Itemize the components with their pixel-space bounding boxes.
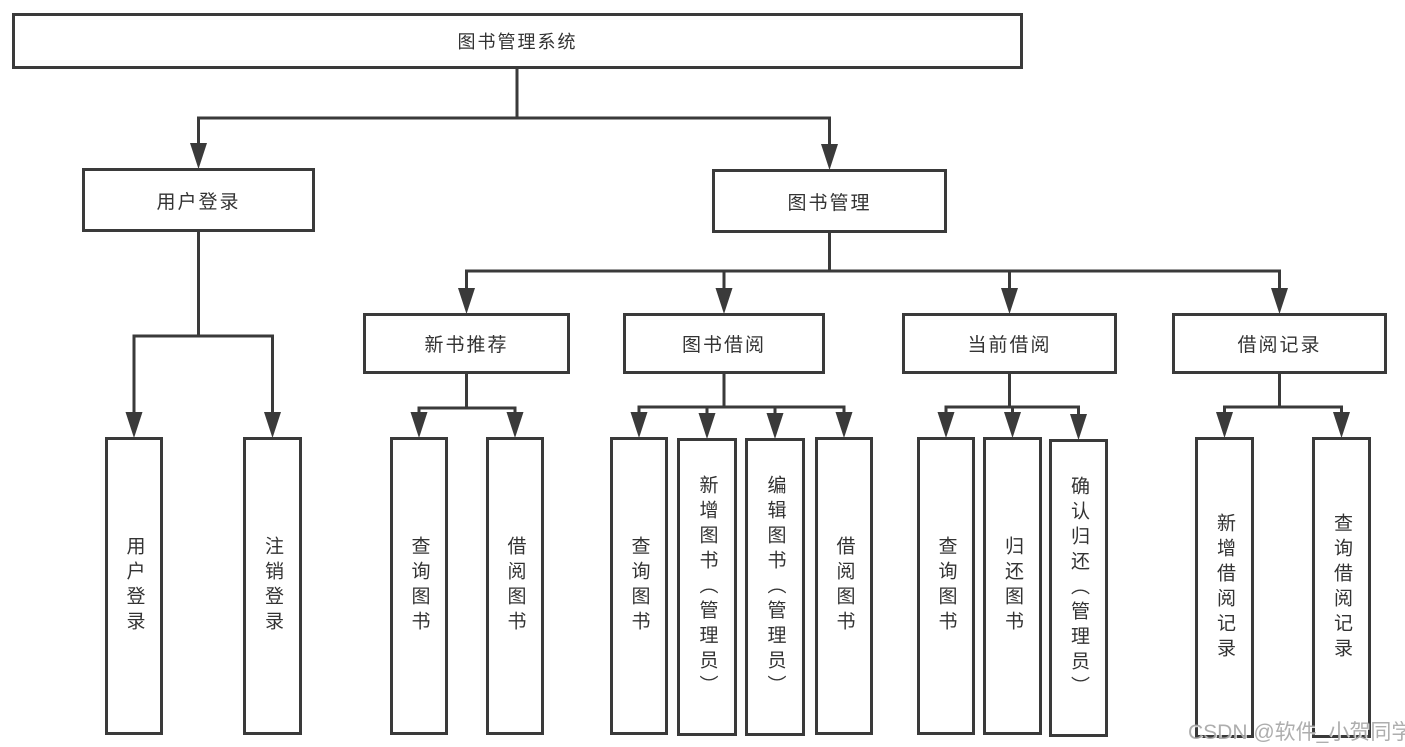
node-label: 图书借阅 (681, 335, 766, 356)
connector-path (417, 372, 517, 418)
arrowhead-icon (506, 412, 524, 438)
connector-path (197, 67, 831, 150)
node-user-login: 用户登录 (82, 168, 315, 232)
leaf-label: 借阅图书 (833, 536, 855, 636)
node-current-borrowing: 当前借阅 (902, 313, 1117, 374)
leaf-label: 归还图书 (1002, 536, 1023, 636)
node-library-system: 图书管理系统 (12, 13, 1023, 69)
leaf-label: 确认归还（管理员） (1068, 475, 1089, 701)
arrowhead-icon (1333, 412, 1350, 438)
leaf-br-query-record: 查询借阅记录 (1312, 437, 1371, 738)
leaf-label: 新增借阅记录 (1214, 512, 1235, 663)
leaf-bb-edit-books-admin: 编辑图书（管理员） (745, 438, 805, 736)
arrowhead-icon (698, 413, 716, 439)
arrowhead-icon (458, 288, 475, 314)
leaf-label: 查询借阅记录 (1331, 512, 1352, 663)
node-borrowing-records: 借阅记录 (1172, 313, 1387, 374)
arrowhead-icon (125, 412, 143, 438)
arrowhead-icon (835, 412, 853, 438)
arrowhead-icon (1271, 288, 1288, 314)
watermark: CSDN @软件_小贺同学 (1188, 721, 1405, 744)
connector-path (944, 372, 1080, 420)
node-label: 当前借阅 (967, 335, 1052, 356)
arrowhead-icon (410, 412, 428, 438)
leaf-label: 查询图书 (408, 536, 430, 636)
node-book-borrowing: 图书借阅 (623, 313, 825, 374)
leaf-label: 编辑图书（管理员） (764, 474, 786, 700)
node-label: 借阅记录 (1237, 335, 1322, 356)
arrowhead-icon (1070, 414, 1087, 440)
node-label: 新书推荐 (424, 335, 509, 356)
leaf-nb-query-books: 查询图书 (390, 437, 448, 735)
node-label: 图书管理 (787, 192, 872, 214)
arrowhead-icon (937, 412, 955, 438)
leaf-cb-query-books: 查询图书 (917, 437, 975, 735)
leaf-label: 注销登录 (262, 536, 283, 636)
leaf-label: 查询图书 (628, 536, 650, 636)
leaf-nb-borrow-books: 借阅图书 (486, 437, 544, 735)
arrowhead-icon (1004, 412, 1021, 438)
arrowhead-icon (630, 412, 648, 438)
leaf-label: 查询图书 (935, 536, 957, 636)
connector-path (637, 372, 846, 419)
node-book-management: 图书管理 (712, 169, 947, 233)
connector-path (132, 230, 274, 418)
leaf-label: 借阅图书 (504, 536, 526, 636)
leaf-bb-add-books-admin: 新增图书（管理员） (677, 438, 737, 736)
node-label: 图书管理系统 (457, 32, 578, 52)
leaf-label: 用户登录 (123, 536, 145, 636)
arrowhead-icon (1216, 412, 1233, 438)
leaf-cb-confirm-return-admin: 确认归还（管理员） (1049, 439, 1108, 737)
node-label: 用户登录 (156, 191, 241, 213)
arrowhead-icon (821, 144, 838, 170)
connector-path (1223, 372, 1343, 418)
leaf-cb-return-books: 归还图书 (983, 437, 1042, 735)
arrowhead-icon (190, 143, 207, 169)
connector-path (465, 231, 1281, 294)
leaf-bb-query-books: 查询图书 (610, 437, 668, 735)
arrowhead-icon (1001, 288, 1018, 314)
arrowhead-icon (264, 412, 281, 438)
leaf-logout: 注销登录 (243, 437, 302, 735)
arrowhead-icon (715, 288, 733, 314)
arrowhead-icon (766, 413, 784, 439)
leaf-label: 新增图书（管理员） (696, 474, 718, 700)
leaf-bb-borrow-books: 借阅图书 (815, 437, 873, 735)
leaf-user-login: 用户登录 (105, 437, 163, 735)
leaf-br-add-record: 新增借阅记录 (1195, 437, 1254, 738)
node-new-book-recommend: 新书推荐 (363, 313, 570, 374)
